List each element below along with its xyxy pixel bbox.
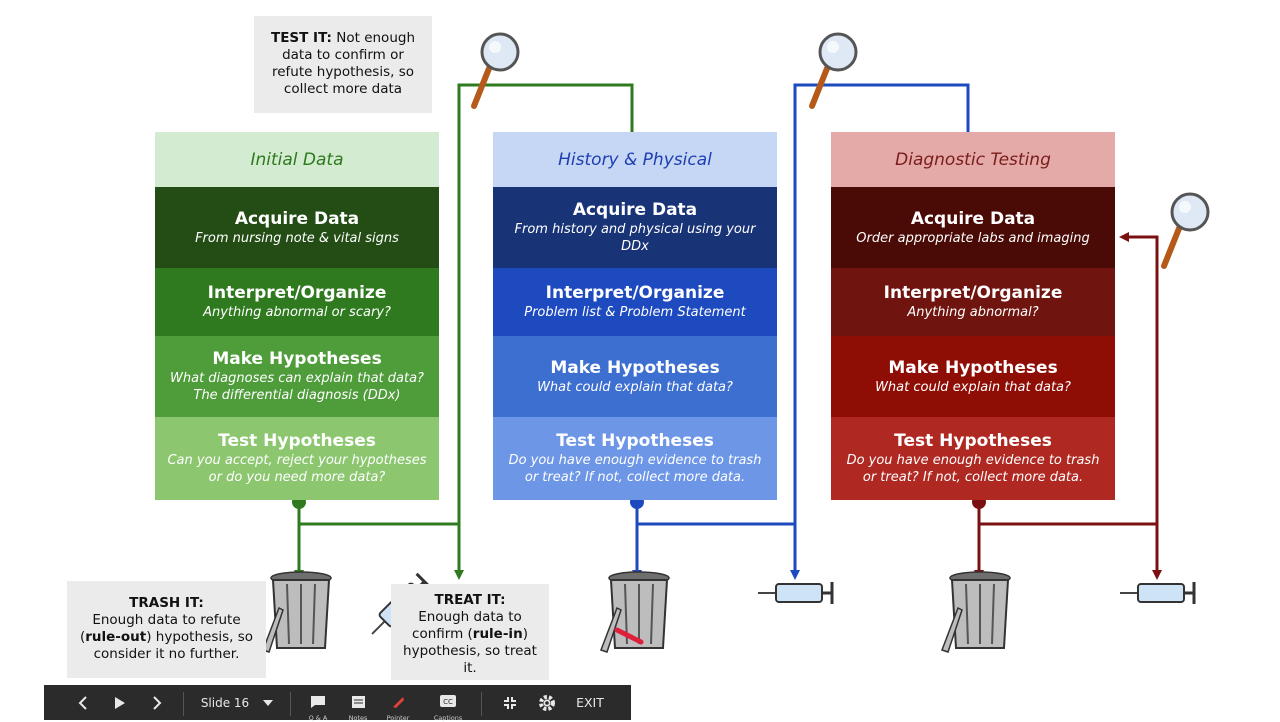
note-test-it: TEST IT: Not enough data to confirm or r… [254,16,432,113]
play-icon [115,696,125,709]
block-hypotheses: Make Hypotheses What diagnoses can expla… [155,336,439,417]
captions-label: Captions [433,714,463,722]
block-sub: Anything abnormal or scary? [203,305,391,320]
exit-button[interactable]: EXIT [576,695,604,710]
block-hypotheses: Make Hypotheses What could explain that … [831,336,1115,417]
pointer-label: Pointer [386,714,410,722]
play-button[interactable] [108,685,132,720]
note-text: ) hypothesis, so consider it no further. [93,629,254,662]
notes-label: Notes [348,714,368,722]
block-sub: What could explain that data? [537,379,733,395]
note-trash-it: TRASH IT: Enough data to refute (rule-ou… [67,581,266,678]
chat-icon [311,696,325,708]
block-test: Test Hypotheses Can you accept, reject y… [155,417,439,500]
block-heading: Interpret/Organize [207,283,387,303]
block-heading: Acquire Data [572,200,698,220]
column-title: History & Physical [493,132,777,187]
block-acquire-data: Acquire Data From nursing note & vital s… [155,187,439,268]
syringe-icon [756,580,834,606]
block-sub: What diagnoses can explain that data? Th… [170,371,424,403]
column-title: Diagnostic Testing [831,132,1115,187]
syringe-icon [1118,580,1196,606]
block-test: Test Hypotheses Do you have enough evide… [493,417,777,500]
note-label: TRASH IT: [129,595,204,611]
note-label: TREAT IT: [434,592,506,608]
block-heading: Make Hypotheses [212,349,382,369]
block-heading: Acquire Data [234,208,360,229]
block-sub: What could explain that data? [875,379,1071,395]
block-interpret: Interpret/Organize Problem list & Proble… [493,268,777,336]
qa-label: Q & A [308,714,328,722]
block-sub: Can you accept, reject your hypotheses o… [167,453,427,485]
captions-icon: CC [440,695,456,707]
magnifier-icon [474,34,518,106]
block-sub: From nursing note & vital signs [195,230,399,246]
pointer-button[interactable] [382,685,414,720]
next-button[interactable] [146,685,168,720]
magnifier-icon [812,34,856,106]
column-history-physical: History & Physical Acquire Data From his… [493,132,777,500]
note-text: Not enough data to confirm or refute hyp… [272,30,415,97]
note-treat-it: TREAT IT: Enough data to confirm (rule-i… [391,584,549,680]
block-heading: Test Hypotheses [894,431,1052,451]
column-title: Initial Data [155,132,439,187]
block-interpret: Interpret/Organize Anything abnormal? [831,268,1115,336]
notes-button[interactable] [342,685,374,720]
chevron-right-icon [153,695,162,710]
block-sub: Order appropriate labs and imaging [856,230,1090,246]
note-text: Enough data to confirm ( [412,609,522,642]
block-heading: Interpret/Organize [883,283,1063,303]
slide-selector[interactable]: Slide 16 [194,685,280,720]
chevron-left-icon [78,695,87,710]
exit-fullscreen-icon [504,696,516,709]
gear-icon [539,694,555,711]
block-heading: Interpret/Organize [545,283,725,303]
block-sub: Do you have enough evidence to trash or … [846,453,1100,485]
caret-down-icon [263,699,274,706]
block-acquire-data: Acquire Data Order appropriate labs and … [831,187,1115,268]
toolbar-separator [481,692,482,716]
column-initial-data: Initial Data Acquire Data From nursing n… [155,132,439,500]
block-sub: Anything abnormal? [907,305,1039,320]
notes-icon [351,696,365,708]
block-heading: Acquire Data [910,208,1036,229]
settings-button[interactable] [534,685,560,720]
block-heading: Test Hypotheses [218,431,376,451]
toolbar-separator [290,692,291,716]
note-bold: rule-in [472,626,523,642]
note-text: ) hypothesis, so treat it. [403,626,537,676]
note-text: Enough data to refute ( [79,612,241,645]
block-heading: Make Hypotheses [888,357,1058,378]
block-sub: From history and physical using your DDx [514,222,756,254]
block-sub: Problem list & Problem Statement [524,305,746,320]
block-heading: Make Hypotheses [550,357,720,378]
presentation-toolbar: Slide 16 Q & A Notes Pointer CC Captions… [44,685,631,722]
toolbar-separator [183,692,184,716]
qa-button[interactable] [302,685,334,720]
column-diagnostic-testing: Diagnostic Testing Acquire Data Order ap… [831,132,1115,500]
block-heading: Test Hypotheses [556,431,714,451]
pointer-icon [393,697,404,708]
note-label: TEST IT: [270,30,332,46]
trash-can-icon [600,571,670,653]
magnifier-icon [1164,194,1208,266]
block-sub: Do you have enough evidence to trash or … [508,453,762,485]
block-interpret: Interpret/Organize Anything abnormal or … [155,268,439,336]
trash-can-icon [262,571,332,653]
captions-button[interactable]: CC [432,685,464,720]
exit-fullscreen-button[interactable] [498,685,522,720]
previous-button[interactable] [72,685,94,720]
green-connectors [292,83,637,580]
svg-text:CC: CC [443,698,453,706]
trash-can-icon [941,571,1011,653]
slide-label: Slide 16 [200,695,250,710]
block-hypotheses: Make Hypotheses What could explain that … [493,336,777,417]
block-acquire-data: Acquire Data From history and physical u… [493,187,777,268]
note-bold: rule-out [85,629,147,645]
block-test: Test Hypotheses Do you have enough evide… [831,417,1115,500]
